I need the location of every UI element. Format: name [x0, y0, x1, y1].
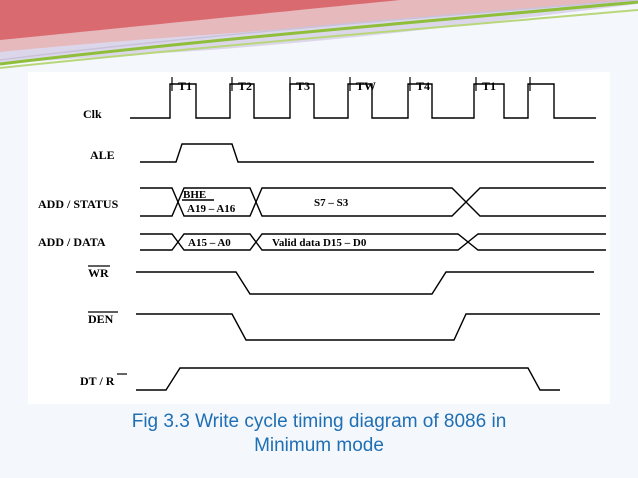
t-state-4: T4 [416, 79, 430, 93]
label-add-data: ADD / DATA [38, 235, 106, 249]
bhe-text: BHE [183, 189, 206, 201]
den-waveform [136, 313, 600, 341]
label-wr: WR [88, 266, 109, 280]
band-green-line [0, 0, 638, 66]
label-add-status: ADD / STATUS [38, 197, 119, 211]
t-state-2: T2 [238, 79, 252, 93]
add-status-waveform [140, 187, 606, 217]
t-state-1b: T1 [482, 79, 496, 93]
t-state-markers: T1 T2 T3 TW T4 T1 [171, 77, 531, 93]
t-state-3: T3 [296, 79, 310, 93]
add-data-waveform [140, 233, 606, 251]
band-green-line-2 [0, 9, 638, 69]
band-grey-line [0, 0, 638, 61]
label-clk: Clk [83, 107, 102, 121]
timing-diagram-panel: Clk ALE ADD / STATUS ADD / DATA WR DEN D… [28, 72, 610, 404]
label-ale: ALE [90, 148, 115, 162]
a19-a16-text: A19 – A16 [187, 203, 236, 215]
a15-a0-text: A15 – A0 [188, 237, 231, 249]
t-state-1: T1 [178, 79, 192, 93]
ale-waveform [140, 143, 594, 163]
valid-data-text: Valid data D15 – D0 [272, 237, 367, 249]
figure-caption: Fig 3.3 Write cycle timing diagram of 80… [0, 410, 638, 458]
s7-s3-text: S7 – S3 [314, 197, 349, 209]
caption-line-1: Fig 3.3 Write cycle timing diagram of 80… [131, 411, 507, 432]
wr-waveform [136, 271, 594, 295]
t-state-w: TW [356, 79, 376, 93]
timing-diagram: Clk ALE ADD / STATUS ADD / DATA WR DEN D… [38, 77, 606, 391]
dt-r-waveform [136, 367, 560, 391]
band-red [0, 0, 400, 40]
label-dt-r: DT / R [80, 374, 115, 388]
clk-waveform [130, 83, 596, 119]
caption-line-2: Minimum mode [254, 435, 384, 456]
header-decorative-band [0, 0, 638, 69]
label-den: DEN [88, 312, 114, 326]
